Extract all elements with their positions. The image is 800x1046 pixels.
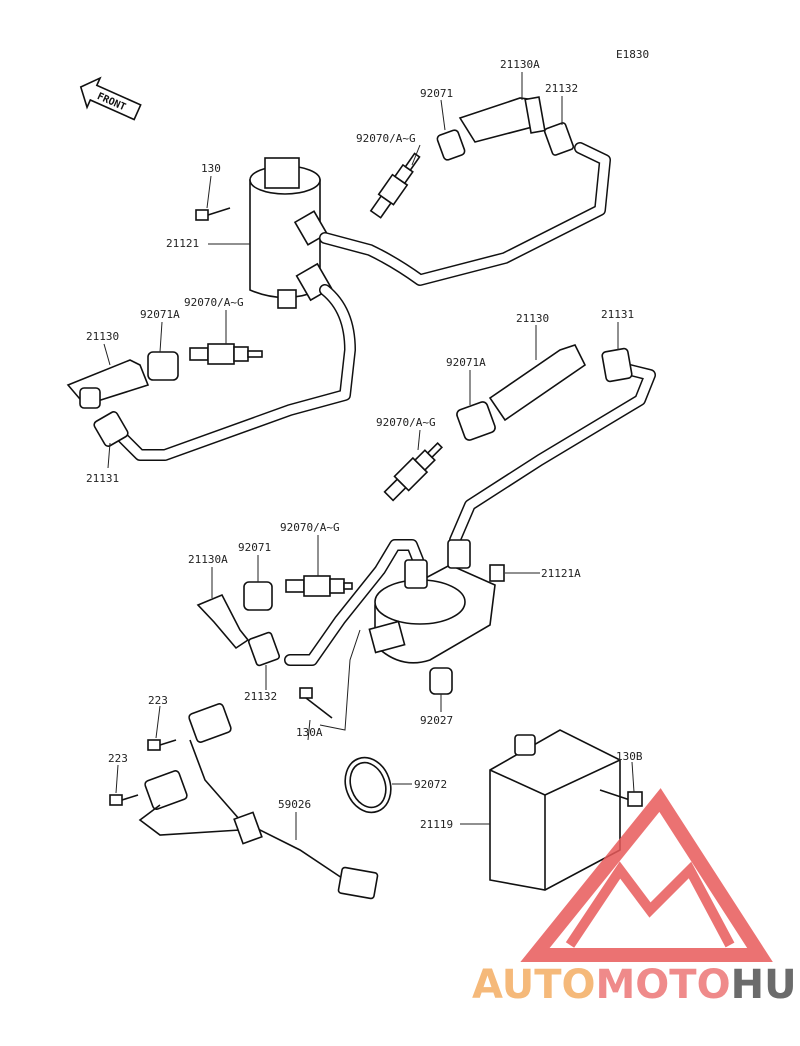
diagram-code: E1830	[616, 48, 649, 61]
sleeve-92027	[429, 667, 453, 695]
terminal-21132-lower	[247, 631, 281, 667]
terminal-21131-right	[601, 347, 633, 383]
label-92071-top: 92071	[420, 87, 453, 100]
terminal-21131-left	[93, 411, 129, 447]
label-21119: 21119	[420, 818, 453, 831]
ignition-coil-21121A	[368, 539, 505, 664]
terminal-21132-top	[543, 122, 575, 156]
logo-triangle	[520, 788, 773, 962]
label-59026: 59026	[278, 798, 311, 811]
label-92071A-left: 92071A	[140, 308, 180, 321]
label-21130-right: 21130	[516, 312, 549, 325]
label-130A: 130A	[296, 726, 323, 739]
plug-boot-21130A-top	[458, 96, 546, 143]
spark-plug-right	[383, 441, 444, 502]
clamp-92072	[344, 756, 392, 814]
logo-m-shape	[565, 861, 735, 948]
spark-plug-top	[369, 152, 421, 219]
label-21130-left: 21130	[86, 330, 119, 343]
label-92072: 92072	[414, 778, 447, 791]
pickup-coil-upper	[188, 703, 232, 743]
ignition-coil-21121	[249, 157, 333, 309]
label-92071A-right: 92071A	[446, 356, 486, 369]
cap-92071-lower	[243, 581, 273, 611]
label-21121A: 21121A	[541, 567, 581, 580]
label-130B: 130B	[616, 750, 643, 763]
label-21132-top: 21132	[545, 82, 578, 95]
bolt-130A	[299, 687, 333, 719]
label-92070-right: 92070/A~G	[376, 416, 436, 429]
label-21132-lower: 21132	[244, 690, 277, 703]
label-92071-lower: 92071	[238, 541, 271, 554]
label-21130A-lower: 21130A	[188, 553, 228, 566]
spark-plug-lower	[285, 575, 353, 597]
label-21130A-top: 21130A	[500, 58, 540, 71]
bolt-130	[195, 207, 231, 221]
screw-223-lower	[109, 794, 139, 806]
label-92027: 92027	[420, 714, 453, 727]
front-arrow: FRONT	[79, 76, 142, 121]
label-21121: 21121	[166, 237, 199, 250]
plug-boot-21130-left	[66, 359, 150, 409]
cap-92071-top	[436, 129, 466, 161]
label-223-lower: 223	[108, 752, 128, 765]
watermark-part1: AUTO	[472, 962, 596, 1008]
label-21131-left: 21131	[86, 472, 119, 485]
watermark-text: AUTOMOTOHUB	[472, 962, 800, 1008]
bolt-130B	[599, 789, 643, 807]
label-21131-right: 21131	[601, 308, 634, 321]
front-arrow-shape	[79, 76, 142, 121]
pickup-coil-lower	[144, 770, 188, 810]
cap-92071A-right	[456, 401, 496, 441]
plug-boot-21130A-lower	[196, 593, 250, 650]
label-223-upper: 223	[148, 694, 168, 707]
label-130: 130	[201, 162, 221, 175]
watermark-part3: HUB	[731, 962, 800, 1008]
automotohub-logo	[520, 788, 773, 962]
plug-boot-21130-right	[488, 344, 587, 422]
screw-223-upper	[147, 739, 177, 751]
cap-92071A-left	[147, 351, 179, 381]
label-92070-left: 92070/A~G	[184, 296, 244, 309]
label-92070-top: 92070/A~G	[356, 132, 416, 145]
watermark-part2: MOTO	[596, 962, 731, 1008]
spark-plug-left	[189, 343, 263, 365]
label-92070-lower: 92070/A~G	[280, 521, 340, 534]
